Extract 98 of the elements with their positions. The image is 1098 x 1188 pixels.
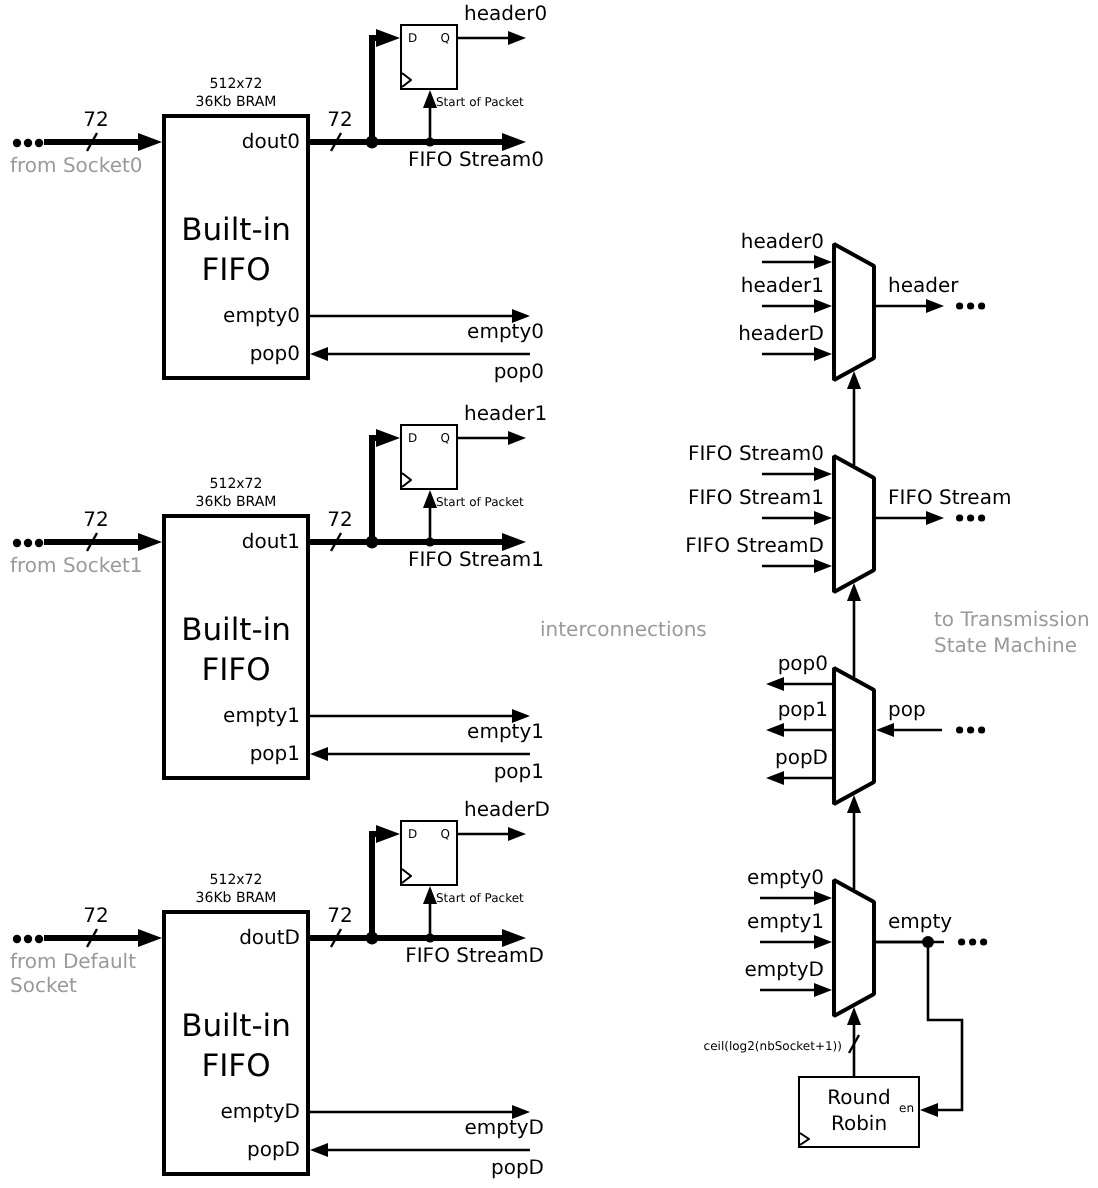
port-label: pop1 <box>249 743 300 765</box>
signal-label: emptyD <box>464 1117 544 1139</box>
signal-arrow <box>847 583 861 677</box>
signal-label: pop1 <box>493 761 544 783</box>
signal-label: headerD <box>464 799 550 821</box>
signal-arrow <box>762 511 832 525</box>
signal-arrow <box>876 940 964 1117</box>
flip-flop <box>400 24 458 90</box>
port-label: popD <box>246 1139 300 1161</box>
source-note: from Socket0 <box>10 156 143 180</box>
block-title: Built-in FIFO <box>179 1006 293 1086</box>
signal-arrow <box>847 795 861 889</box>
signal-arrow <box>760 935 832 949</box>
fifo-block <box>162 114 310 380</box>
signal-label: FIFO StreamD <box>685 535 824 557</box>
port-label: empty1 <box>223 705 300 727</box>
ellipsis-icon <box>12 933 44 943</box>
ellipsis-icon <box>12 137 44 147</box>
signal-arrow <box>762 255 832 269</box>
bus-width-label: 72 <box>327 905 353 927</box>
signal-arrow <box>310 747 530 761</box>
signal-label: header0 <box>740 231 824 253</box>
port-label: pop0 <box>249 343 300 365</box>
fifo-block <box>162 910 310 1176</box>
signal-label: header1 <box>464 403 548 425</box>
signal-arrow <box>760 983 832 997</box>
signal-label: header0 <box>464 3 548 25</box>
signal-label: header <box>888 275 959 297</box>
destination-note: to Transmission State Machine <box>934 610 1092 660</box>
signal-label: empty1 <box>467 721 544 743</box>
signal-label: popD <box>490 1157 544 1179</box>
signal-label: pop0 <box>493 361 544 383</box>
bus-width-label: 72 <box>83 509 109 531</box>
source-note: from Default Socket <box>10 952 138 1000</box>
signal-arrow <box>458 827 526 841</box>
signal-label: empty0 <box>467 321 544 343</box>
signal-label: pop <box>888 699 926 721</box>
signal-label: FIFO Stream1 <box>687 487 824 509</box>
multiplexer <box>832 876 876 1020</box>
port-label: dout1 <box>241 531 300 553</box>
block-title: Built-in FIFO <box>179 610 293 690</box>
signal-arrow <box>876 299 944 313</box>
signal-label: header1 <box>740 275 824 297</box>
signal-arrow <box>847 371 861 465</box>
bus-width-label: 72 <box>83 905 109 927</box>
ellipsis-icon <box>12 537 44 547</box>
fifo-block <box>162 514 310 780</box>
bus-arrow <box>44 133 162 151</box>
signal-arrow <box>876 723 942 737</box>
port-label: empty0 <box>223 305 300 327</box>
signal-label: emptyD <box>744 959 824 981</box>
bus-width-label: 72 <box>83 109 109 131</box>
signal-label: popD <box>774 747 828 769</box>
signal-label: headerD <box>738 323 824 345</box>
signal-label: FIFO Stream <box>888 487 1012 509</box>
signal-label: FIFO Stream0 <box>687 443 824 465</box>
bus-width-label: 72 <box>327 509 353 531</box>
port-label: dout0 <box>241 131 300 153</box>
bus-width-label: 72 <box>327 109 353 131</box>
signal-arrow <box>762 467 832 481</box>
signal-label: pop0 <box>777 653 828 675</box>
signal-arrow <box>760 891 832 905</box>
signal-arrow <box>876 511 944 525</box>
signal-arrow <box>766 677 832 691</box>
signal-arrow <box>310 347 530 361</box>
flip-flop <box>400 820 458 886</box>
signal-arrow <box>310 1143 530 1157</box>
signal-arrow <box>762 559 832 573</box>
signal-label: FIFO Stream1 <box>407 550 544 572</box>
signal-label: empty1 <box>747 911 824 933</box>
signal-arrow <box>458 31 526 45</box>
signal-arrow <box>310 709 530 723</box>
port-label: emptyD <box>220 1101 300 1123</box>
signal-arrow <box>766 723 832 737</box>
multiplexer <box>832 452 876 596</box>
multiplexer <box>832 240 876 384</box>
signal-arrow <box>310 309 530 323</box>
block-title: Round Robin <box>827 1085 891 1137</box>
signal-label: empty0 <box>747 867 824 889</box>
signal-arrow <box>458 431 526 445</box>
signal-label: FIFO Stream0 <box>407 150 544 172</box>
signal-label: FIFO StreamD <box>405 946 544 968</box>
signal-arrow <box>762 299 832 313</box>
port-label: doutD <box>239 927 300 949</box>
signal-arrow <box>766 771 832 785</box>
source-note: from Socket1 <box>10 556 143 580</box>
signal-arrow <box>762 347 832 361</box>
block-title: Built-in FIFO <box>179 210 293 290</box>
flip-flop <box>400 424 458 490</box>
round-robin-block <box>798 1076 920 1148</box>
section-note: interconnections <box>540 620 707 644</box>
signal-label: empty <box>888 911 953 933</box>
bus-arrow <box>44 533 162 551</box>
bus-arrow <box>44 929 162 947</box>
multiplexer <box>832 664 876 808</box>
signal-arrow <box>847 1007 861 1076</box>
signal-label: pop1 <box>777 699 828 721</box>
signal-arrow <box>310 1105 530 1119</box>
